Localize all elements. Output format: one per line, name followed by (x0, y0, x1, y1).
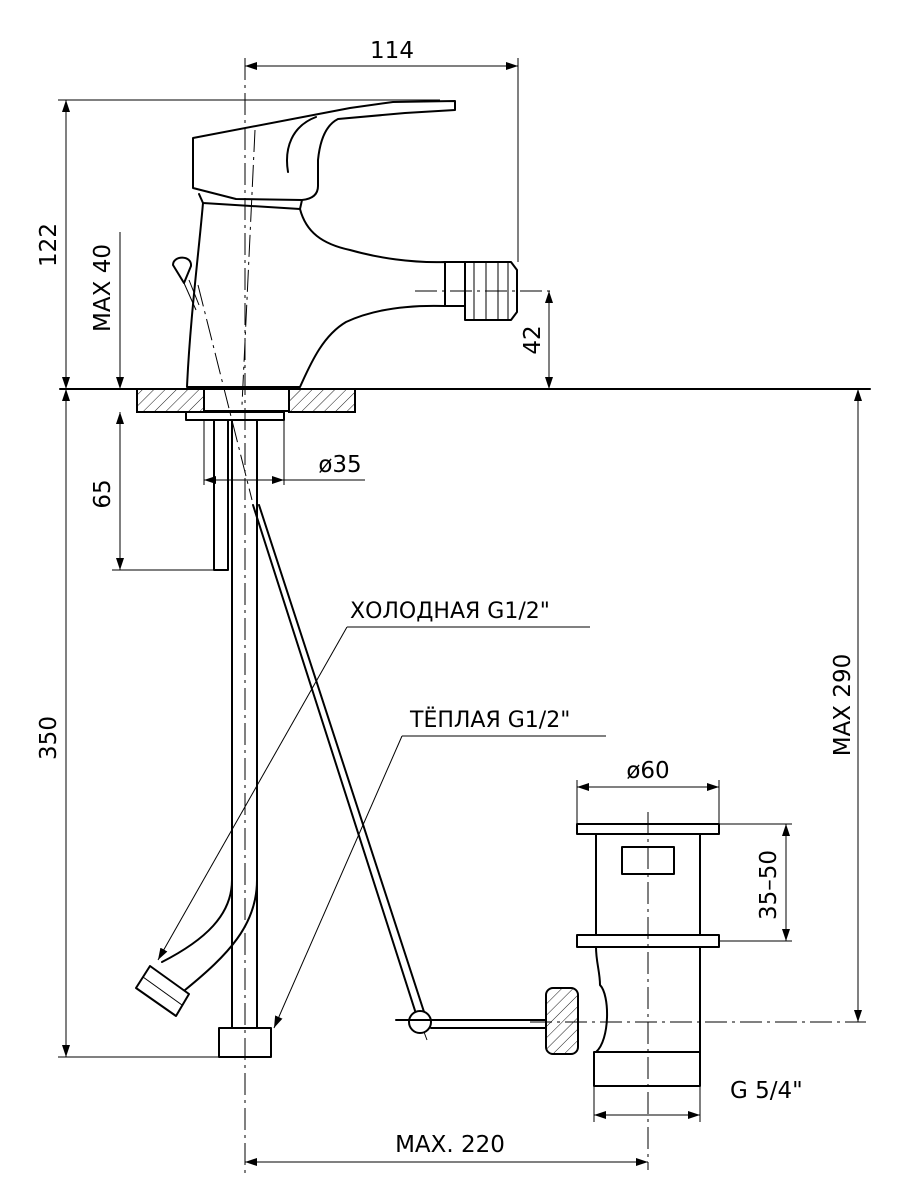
faucet-body (172, 58, 550, 1175)
dim-d35-label: ø35 (318, 452, 361, 478)
dim-max220-label: MAX. 220 (395, 1132, 505, 1158)
dim-42-label: 42 (520, 325, 546, 354)
under-counter-parts (135, 419, 547, 1058)
cold-water-label: ХОЛОДНАЯ G1/2" (350, 599, 550, 624)
mounting-flange (203, 388, 290, 412)
drain-knurled-knob (545, 987, 579, 1055)
rod-ball-joint (408, 1010, 432, 1034)
dim-g54-label: G 5/4" (730, 1078, 803, 1104)
popup-knob (172, 256, 200, 311)
drain-assembly (530, 812, 866, 1170)
dim-122-label: 122 (36, 223, 62, 267)
dim-65-label: 65 (90, 479, 116, 508)
knob-axis (197, 284, 253, 501)
drain-flange-top (576, 823, 720, 835)
countertop (59, 388, 871, 421)
dim-max290-label: MAX 290 (830, 654, 856, 757)
lever-handle-curve (286, 116, 317, 173)
cartridge-collar (198, 193, 303, 210)
countertop-section-right (288, 388, 356, 413)
lever-handle (192, 100, 456, 201)
mounting-washer (185, 411, 285, 421)
dim-d60-label: ø60 (626, 758, 669, 784)
cold-hose-nut (135, 965, 190, 1017)
drain-nut (593, 1051, 701, 1087)
pull-rod (252, 504, 427, 1021)
aerator-head (444, 261, 518, 321)
cold-hose (161, 419, 258, 991)
dim-350-label: 350 (36, 716, 62, 760)
dim-max40-label: MAX 40 (90, 244, 116, 332)
dimension-labels: 114 122 MAX 40 42 ø35 65 350 MAX 290 ø60… (36, 38, 856, 1158)
dimension-lines (58, 58, 862, 1166)
countertop-section-left (136, 388, 205, 413)
warm-water-label: ТЁПЛАЯ G1/2" (409, 707, 570, 733)
drain-body-lower (595, 946, 701, 1053)
mixer-body (186, 202, 446, 388)
fixing-stud (213, 419, 229, 571)
cartridge-axis (241, 129, 256, 406)
dim-35-50-label: 35–50 (756, 850, 782, 920)
dim-114-label: 114 (370, 38, 414, 64)
drain-body-upper (595, 833, 701, 936)
